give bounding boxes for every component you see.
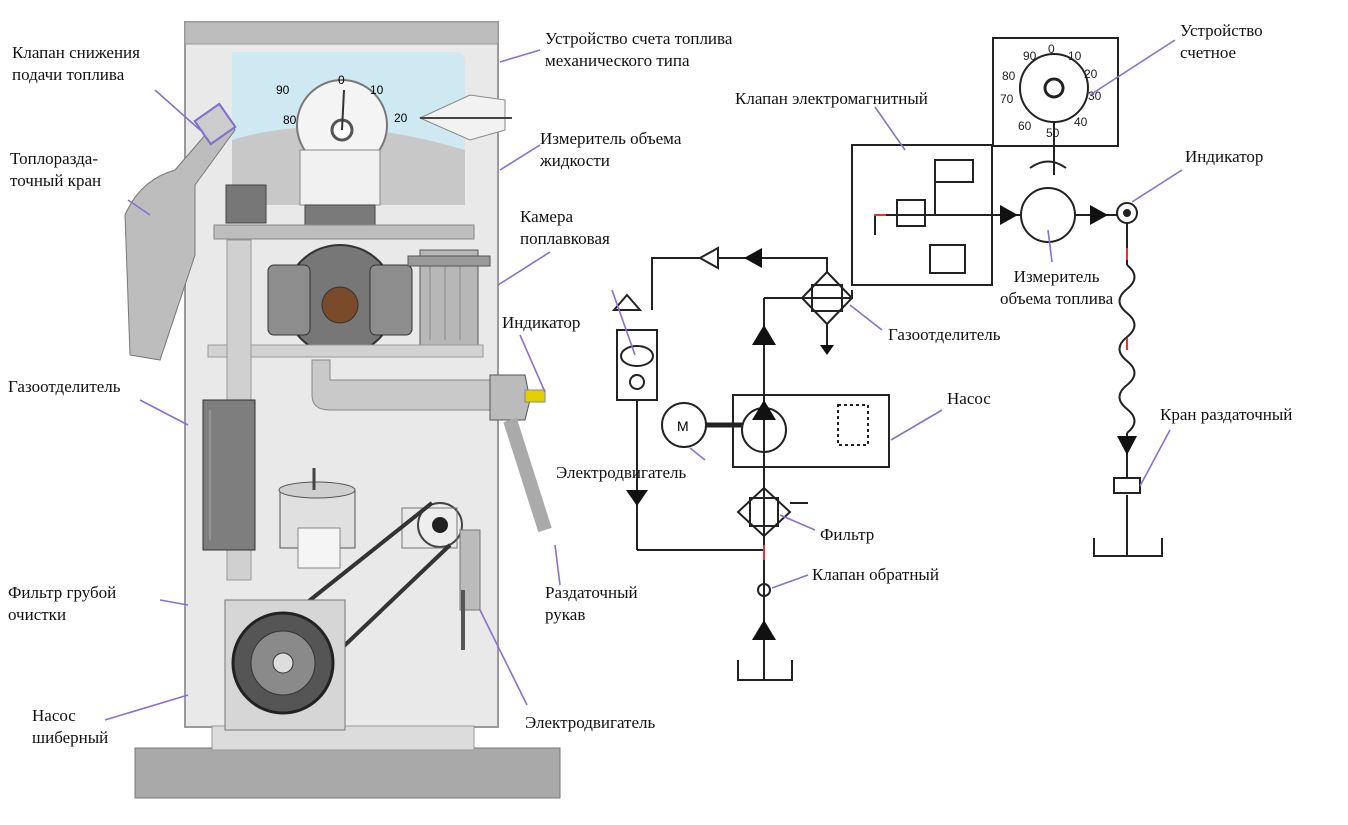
dispenser-cutaway: 90 0 10 20 80 (124, 21, 561, 799)
label-pump: Насос (947, 389, 991, 408)
float-chamber-cap (225, 184, 267, 224)
svg-text:90: 90 (1023, 49, 1037, 63)
nozzle (124, 111, 236, 361)
label-solenoid-valve: Клапан электромагнитный (735, 89, 928, 108)
label-float-chamber: Камера поплавковая (520, 207, 610, 248)
check-valve-symbol (757, 583, 771, 597)
meter-port (321, 286, 359, 324)
right-dial-ticks: 90 0 10 20 80 70 30 60 50 40 (1000, 42, 1102, 140)
svg-text:50: 50 (1046, 126, 1060, 140)
left-leaders (104, 49, 561, 721)
label-vane-pump: Насос шиберный (32, 706, 109, 747)
label-volume-meter: Измеритель объема жидкости (540, 129, 682, 170)
label-coarse-filter: Фильтр грубой очистки (8, 583, 117, 624)
svg-text:10: 10 (1068, 49, 1082, 63)
label-check-valve: Клапан обратный (812, 565, 939, 584)
left-dial-tick: 90 (276, 83, 290, 97)
counter-box (992, 37, 1119, 147)
svg-text:30: 30 (1088, 89, 1102, 103)
flow-arrows (626, 205, 1137, 640)
top-pipe (213, 224, 475, 240)
reduce-valve (193, 102, 237, 146)
label-fuel-meter: Измеритель объема топлива (1000, 267, 1114, 308)
label-motor-left: Электродвигатель (556, 463, 687, 482)
svg-text:0: 0 (1048, 42, 1055, 56)
label-motor-right: Электродвигатель (525, 713, 656, 732)
cabinet-top (184, 21, 499, 45)
dispenser-base (134, 747, 561, 799)
label-dispense-valve: Кран раздаточный (1160, 405, 1293, 424)
dispense-valve-symbol (1113, 477, 1141, 494)
label-filter: Фильтр (820, 525, 875, 544)
motor-letter: M (677, 418, 689, 434)
gas-separator-tube (202, 399, 256, 551)
label-counter-mech: Устройство счета топлива механического т… (545, 29, 733, 70)
label-indicator-left: Индикатор (502, 313, 581, 332)
fuel-flow-marks (763, 214, 1128, 560)
left-dial-tick: 20 (394, 111, 408, 125)
outlet-pipe (311, 359, 501, 411)
svg-text:40: 40 (1074, 115, 1088, 129)
label-nozzle: Топлоразда- точный кран (10, 149, 102, 190)
label-counter: Устройство счетное (1180, 21, 1263, 62)
coarse-filter (279, 489, 356, 549)
indicator-glass (489, 374, 531, 421)
hydraulic-schematic (611, 37, 1163, 681)
left-dial-tick: 10 (370, 83, 384, 97)
filter-symbol (736, 486, 792, 538)
left-dial-tick: 80 (283, 113, 297, 127)
label-gas-separator-right: Газоотделитель (888, 325, 1001, 344)
left-dial-tick: 0 (338, 73, 345, 87)
svg-text:70: 70 (1000, 92, 1014, 106)
hose (503, 417, 552, 533)
label-gas-separator: Газоотделитель (8, 377, 121, 396)
right-leaders (611, 39, 1183, 589)
label-indicator-right: Индикатор (1185, 147, 1264, 166)
svg-text:60: 60 (1018, 119, 1032, 133)
pump-box (732, 394, 890, 468)
label-fuel-reduce-valve: Клапан снижения подачи топлива (12, 43, 140, 84)
label-hose: Раздаточный рукав (545, 583, 638, 624)
svg-text:20: 20 (1084, 67, 1098, 81)
svg-text:80: 80 (1002, 69, 1016, 83)
